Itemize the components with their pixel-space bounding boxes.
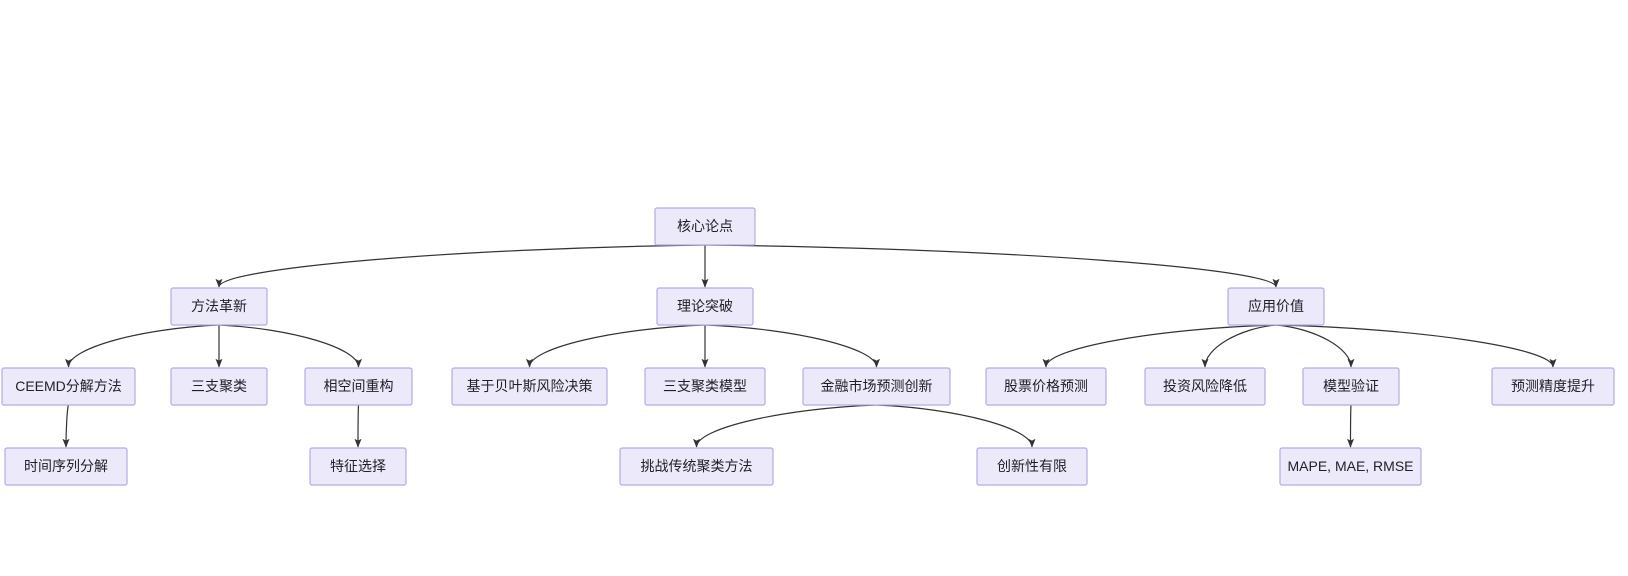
node-label: 时间序列分解	[24, 458, 108, 474]
edge-node-to-node	[1275, 324, 1355, 368]
edges-layer	[62, 244, 1557, 448]
edge-node-to-mape-mae-rmse	[1347, 404, 1355, 448]
edge-node-to-node	[1201, 324, 1277, 368]
node-box[interactable]	[985, 367, 1107, 406]
edge-node-to-node	[526, 324, 706, 368]
node-node[interactable]: 方法革新	[170, 287, 268, 326]
edge-node-to-node	[1275, 324, 1557, 368]
node-node[interactable]: 特征选择	[309, 447, 407, 486]
node-box[interactable]	[1, 367, 136, 406]
node-label: CEEMD分解方法	[15, 378, 122, 394]
node-box[interactable]	[309, 447, 407, 486]
node-box[interactable]	[1279, 447, 1422, 486]
node-box[interactable]	[1227, 287, 1325, 326]
node-node[interactable]: 挑战传统聚类方法	[619, 447, 774, 486]
node-label: 金融市场预测创新	[821, 378, 933, 394]
edge-node-to-node	[693, 404, 877, 448]
node-node[interactable]: 预测精度提升	[1491, 367, 1615, 406]
node-label: 基于贝叶斯风险决策	[467, 378, 593, 394]
node-label: MAPE, MAE, RMSE	[1287, 458, 1413, 474]
node-box[interactable]	[451, 367, 608, 406]
node-box[interactable]	[1491, 367, 1615, 406]
node-box[interactable]	[1302, 367, 1400, 406]
node-box[interactable]	[654, 207, 756, 246]
node-node[interactable]: 理论突破	[656, 287, 754, 326]
edge-ceemd-to-node	[62, 404, 70, 448]
node-label: 方法革新	[191, 298, 247, 314]
node-box[interactable]	[304, 367, 413, 406]
node-node[interactable]: 股票价格预测	[985, 367, 1107, 406]
edge-node-to-node	[218, 324, 362, 368]
edge-node-to-node	[354, 404, 362, 448]
node-node[interactable]: 模型验证	[1302, 367, 1400, 406]
node-box[interactable]	[170, 367, 268, 406]
node-label: 核心论点	[677, 218, 733, 234]
node-box[interactable]	[644, 367, 766, 406]
node-label: 投资风险降低	[1163, 378, 1247, 394]
node-label: 股票价格预测	[1004, 378, 1088, 394]
node-box[interactable]	[170, 287, 268, 326]
node-box[interactable]	[976, 447, 1088, 486]
node-label: 挑战传统聚类方法	[641, 458, 753, 474]
edge-node-to-node	[704, 244, 1280, 288]
edge-node-to-node	[1042, 324, 1277, 368]
edge-node-to-node	[704, 324, 880, 368]
node-mape-mae-rmse[interactable]: MAPE, MAE, RMSE	[1279, 447, 1422, 486]
edge-node-to-node	[215, 244, 706, 288]
node-label: 相空间重构	[324, 378, 394, 394]
node-label: 三支聚类模型	[663, 378, 747, 394]
node-label: 预测精度提升	[1511, 378, 1595, 394]
node-label: 三支聚类	[191, 378, 247, 394]
node-label: 特征选择	[330, 458, 386, 474]
node-node[interactable]: 相空间重构	[304, 367, 413, 406]
node-label: 模型验证	[1323, 378, 1379, 394]
node-box[interactable]	[656, 287, 754, 326]
node-node[interactable]: 应用价值	[1227, 287, 1325, 326]
node-box[interactable]	[1144, 367, 1266, 406]
node-node[interactable]: 三支聚类模型	[644, 367, 766, 406]
node-box[interactable]	[619, 447, 774, 486]
node-box[interactable]	[4, 447, 128, 486]
node-ceemd[interactable]: CEEMD分解方法	[1, 367, 136, 406]
node-node[interactable]: 时间序列分解	[4, 447, 128, 486]
node-node[interactable]: 金融市场预测创新	[802, 367, 951, 406]
node-label: 应用价值	[1248, 298, 1304, 314]
node-box[interactable]	[802, 367, 951, 406]
node-label: 创新性有限	[997, 458, 1067, 474]
node-node[interactable]: 核心论点	[654, 207, 756, 246]
edge-node-to-node	[876, 404, 1036, 448]
node-node[interactable]: 三支聚类	[170, 367, 268, 406]
node-node[interactable]: 投资风险降低	[1144, 367, 1266, 406]
node-node[interactable]: 基于贝叶斯风险决策	[451, 367, 608, 406]
edge-node-to-ceemd	[65, 324, 220, 368]
node-node[interactable]: 创新性有限	[976, 447, 1088, 486]
node-label: 理论突破	[677, 298, 733, 314]
